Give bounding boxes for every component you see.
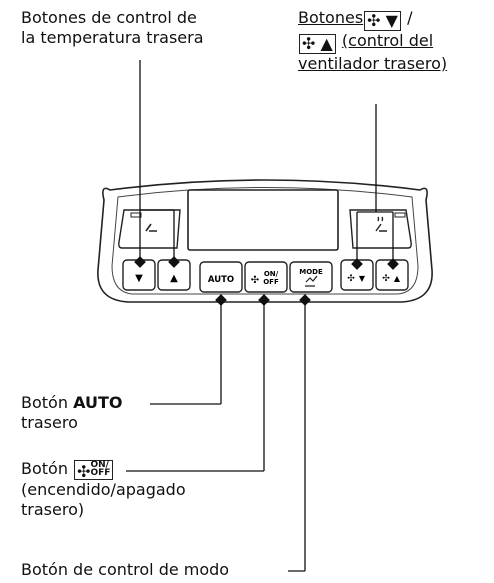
temp-leader [134,60,180,268]
panel-inner-rim [111,187,419,295]
onoff-button-top[interactable]: ON/ [264,270,279,278]
fan-buttons-label-line2: ✣ ▲ (control del [298,31,447,54]
fan-icon: ✣ [302,34,316,53]
onoff-bottom: OFF [90,468,111,478]
onoff-text: ON/OFF [90,460,111,478]
fan-icon: ✣ [367,11,381,30]
fan-buttons-label-line3: ventilador trasero) [298,54,448,73]
auto-button-label-line2: trasero [21,413,78,432]
mode-leader [288,294,311,572]
fan-up-inline-icon: ✣ ▲ [299,34,336,54]
temp-up-arrow[interactable]: ▲ [170,273,178,284]
mode-button-label: Botón de control de modo [21,560,230,579]
temp-buttons-label: Botones de control de la temperatura tra… [21,8,204,48]
mode-icon [305,275,318,287]
fan-icon: ✣ [382,274,390,284]
onoff-button-label-line3: trasero) [21,500,85,519]
seat-heater-right-button [349,209,412,249]
fan-buttons-label-line1: Botones✣ ▼ / [298,8,447,31]
seat-heater-icon [375,216,387,232]
onoff-leader [126,294,270,472]
fan-buttons-sep: / [407,8,413,27]
auto-prefix: Botón [21,393,68,412]
onoff-button-bottom[interactable]: OFF [263,278,279,286]
fan-down-arrow: ▼ [385,11,398,30]
fan-down-inline-icon: ✣ ▼ [364,11,401,31]
seat-heater-left-button [118,209,181,249]
auto-leader [150,294,227,405]
fan-up-arrow: ▲ [320,34,333,53]
auto-button-text[interactable]: AUTO [208,275,234,285]
onoff-button-label-line2: (encendido/apagado [21,480,186,499]
fan-leader [351,104,399,270]
seat-heater-right-led [394,212,406,218]
fan-buttons-label: Botones✣ ▼ / ✣ ▲ (control del ventilador… [298,8,447,74]
onoff-inline-icon: ✣ON/OFF [74,460,114,481]
auto-bold: AUTO [73,393,123,412]
seat-heater-icon [145,223,157,232]
fan-icon: ✣ [77,462,91,481]
auto-button-label: Botón AUTO trasero [21,393,122,433]
onoff-prefix: Botón [21,459,68,478]
fan-icon: ✣ [251,275,259,286]
temp-buttons-label-line2: la temperatura trasera [21,28,204,47]
onoff-button-label: Botón ✣ON/OFF (encendido/apagado trasero… [21,459,186,520]
fan-down-button-arrow[interactable]: ▼ [359,274,366,283]
auto-button [199,261,243,293]
seat-heater-left-led [130,212,142,218]
mode-button-text[interactable]: MODE [299,268,323,276]
onoff-top: ON/ [90,460,109,470]
onoff-button-label-line1: Botón ✣ON/OFF [21,459,186,481]
temp-buttons-label-line1: Botones de control de [21,8,197,27]
fan-icon: ✣ [347,274,355,284]
onoff-button [244,261,288,293]
fan-up-button-arrow[interactable]: ▲ [394,274,401,283]
mode-button [289,261,333,293]
auto-button-label-line1: Botón AUTO [21,393,122,413]
fan-buttons-suffix1: (control del [341,31,434,50]
temp-down-arrow[interactable]: ▼ [135,273,143,284]
fan-buttons-prefix: Botones [298,8,364,27]
display-screen [187,189,339,251]
